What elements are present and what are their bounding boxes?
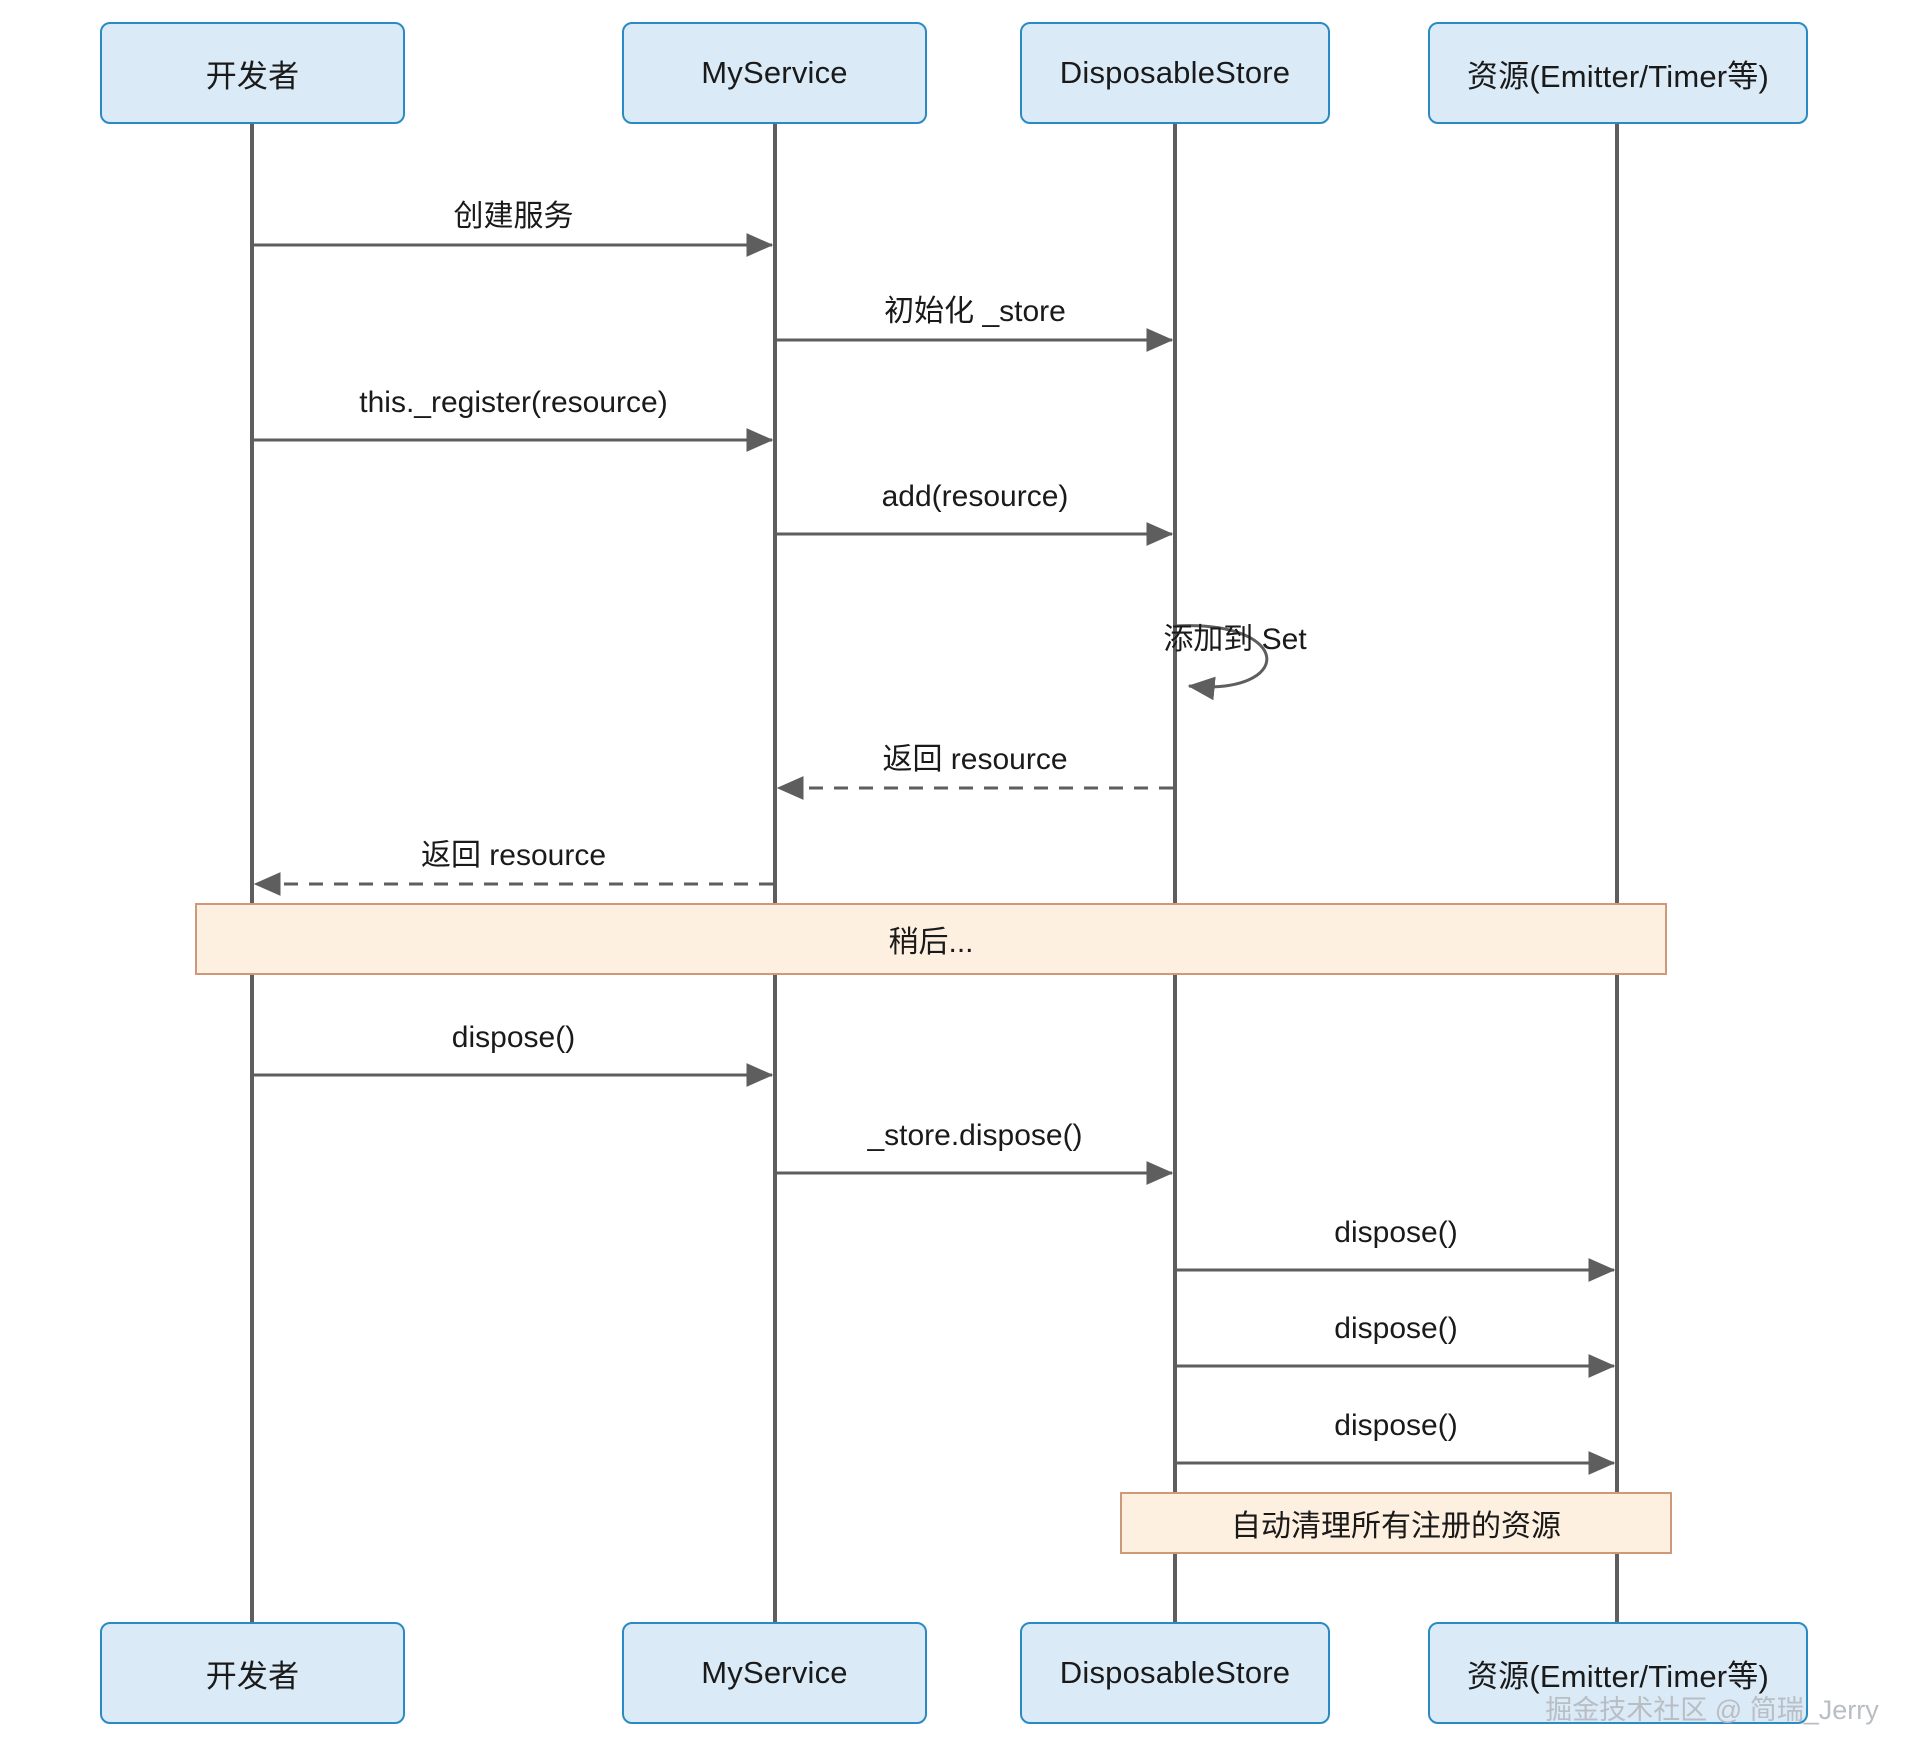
participant-store-top[interactable]: DisposableStore — [1020, 22, 1330, 124]
message-arrows-group — [253, 233, 1616, 1475]
message-label-m5: 添加到 Set — [1163, 623, 1307, 656]
participant-dev-top[interactable]: 开发者 — [100, 22, 405, 124]
participant-label: DisposableStore — [1059, 55, 1291, 90]
participant-svc-top[interactable]: MyService — [622, 22, 927, 124]
lifelines-group — [250, 124, 1619, 1622]
message-label-m11: dispose() — [1334, 1312, 1458, 1345]
participant-label: MyService — [701, 55, 848, 90]
participant-dev-bottom[interactable]: 开发者 — [100, 1622, 405, 1724]
participant-label: 开发者 — [205, 1658, 300, 1694]
message-label-m9: _store.dispose() — [867, 1119, 1083, 1152]
participant-label: DisposableStore — [1059, 1655, 1291, 1690]
message-label-m10: dispose() — [1334, 1216, 1458, 1249]
message-label-m12: dispose() — [1334, 1409, 1458, 1442]
self-message-m5 — [1174, 624, 1269, 701]
participant-label: 资源(Emitter/Timer等) — [1466, 1658, 1770, 1694]
message-label-m2: 初始化 _store — [884, 295, 1066, 328]
note-label: 自动清理所有注册的资源 — [1231, 1510, 1561, 1543]
message-label-m4: add(resource) — [881, 480, 1069, 513]
participant-label: 资源(Emitter/Timer等) — [1466, 58, 1770, 94]
note-n2: 自动清理所有注册的资源 — [1120, 1492, 1672, 1554]
message-label-m3: this._register(resource) — [359, 386, 668, 419]
participant-svc-bottom[interactable]: MyService — [622, 1622, 927, 1724]
watermark-text: 掘金技术社区 @ 简瑞_Jerry — [1545, 1695, 1879, 1725]
message-label-m1: 创建服务 — [453, 200, 574, 233]
message-label-m8: dispose() — [451, 1021, 576, 1054]
message-label-m7: 返回 resource — [420, 839, 607, 872]
participant-label: MyService — [701, 1655, 848, 1690]
participant-label: 开发者 — [205, 58, 300, 94]
participant-res-bottom[interactable]: 资源(Emitter/Timer等) — [1428, 1622, 1808, 1724]
note-label: 稍后... — [888, 926, 974, 959]
note-n1: 稍后... — [195, 903, 1667, 975]
participant-store-bottom[interactable]: DisposableStore — [1020, 1622, 1330, 1724]
message-label-m6: 返回 resource — [882, 743, 1068, 776]
participant-res-top[interactable]: 资源(Emitter/Timer等) — [1428, 22, 1808, 124]
